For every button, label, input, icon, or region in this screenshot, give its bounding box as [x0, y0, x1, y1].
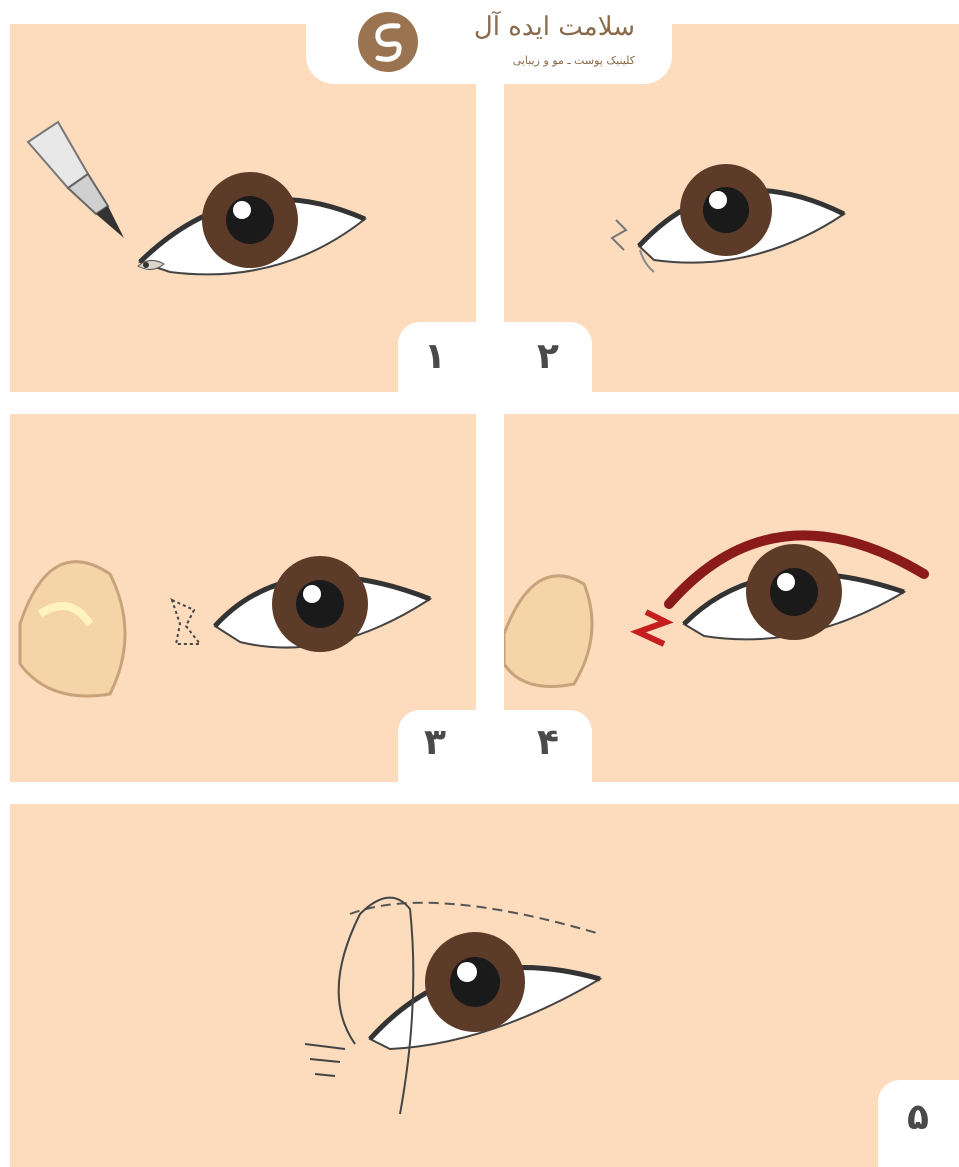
step-number-4: ۴ [518, 722, 578, 763]
logo-mark-icon [356, 10, 420, 74]
step-5-panel [10, 804, 959, 1167]
clinic-logo: سلامت ایده آل کلینیک پوست ـ مو و زیبایی [306, 0, 672, 84]
step-number-5: ۵ [888, 1097, 948, 1138]
nose-bridge-shape [504, 576, 592, 687]
logo-title: سلامت ایده آل [430, 12, 635, 42]
logo-subtitle: کلینیک پوست ـ مو و زیبایی [430, 54, 635, 67]
step-number-1: ۱ [405, 336, 465, 377]
step-number-2: ۲ [518, 336, 578, 377]
step-number-3: ۳ [405, 722, 465, 763]
nose-bridge-shape [20, 562, 125, 696]
eye-sutured-illustration [10, 804, 959, 1167]
marker-pen-icon [28, 122, 124, 238]
